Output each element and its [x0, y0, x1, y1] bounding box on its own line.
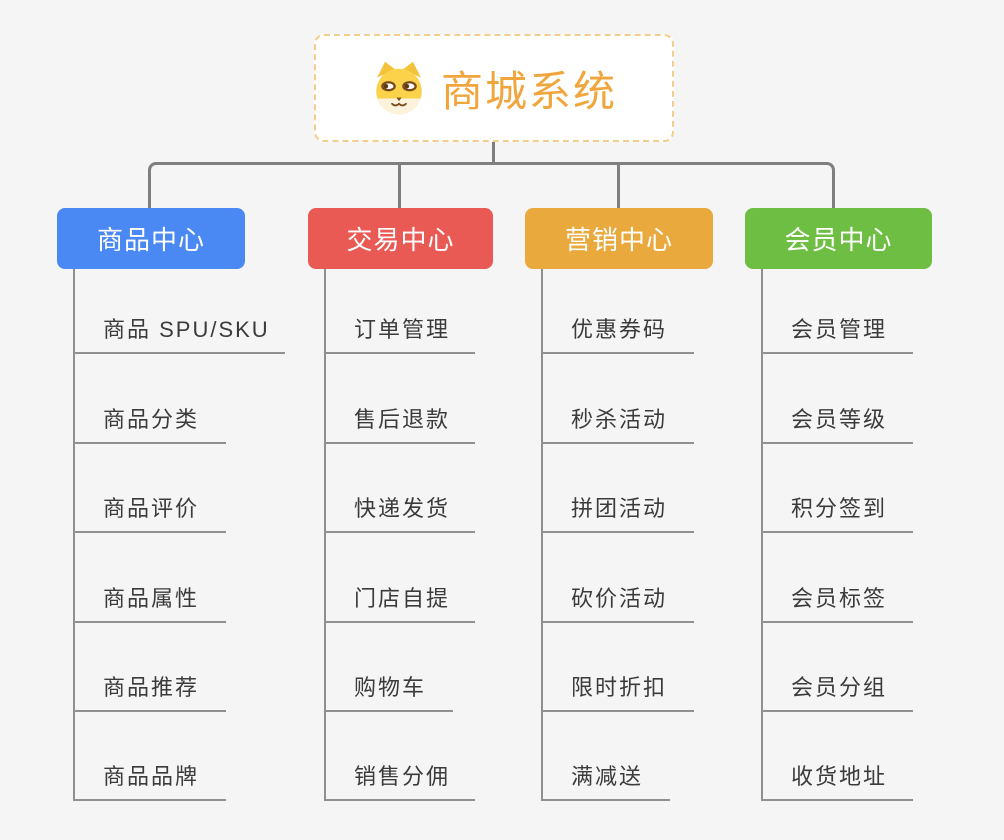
leaf-item[interactable]: 会员等级 [761, 402, 913, 444]
leaf-item[interactable]: 商品 SPU/SKU [73, 312, 285, 354]
leaf-item[interactable]: 会员管理 [761, 312, 913, 354]
leaf-item[interactable]: 快递发货 [324, 491, 475, 533]
leaf-item[interactable]: 商品品牌 [73, 759, 226, 801]
connector-root-stem [492, 139, 495, 165]
leaf-item[interactable]: 拼团活动 [541, 491, 694, 533]
leaf-item[interactable]: 砍价活动 [541, 581, 694, 623]
branch-header-member-center[interactable]: 会员中心 [745, 208, 932, 269]
connector-branch-line [73, 269, 75, 801]
connector-bus [148, 162, 835, 209]
leaf-item[interactable]: 门店自提 [324, 581, 475, 623]
leaf-item[interactable]: 会员标签 [761, 581, 913, 623]
connector-branch-line [761, 269, 763, 801]
leaf-item[interactable]: 订单管理 [324, 312, 475, 354]
leaf-item[interactable]: 会员分组 [761, 670, 913, 712]
branch-header-marketing-center[interactable]: 营销中心 [525, 208, 713, 269]
leaf-item[interactable]: 秒杀活动 [541, 402, 694, 444]
dog-icon [371, 60, 427, 116]
branch-header-trade-center[interactable]: 交易中心 [308, 208, 493, 269]
leaf-item[interactable]: 售后退款 [324, 402, 475, 444]
root-node[interactable]: 商城系统 [314, 34, 674, 142]
connector-drop-trade [398, 165, 401, 209]
leaf-item[interactable]: 购物车 [324, 670, 453, 712]
branch-header-product-center[interactable]: 商品中心 [57, 208, 245, 269]
leaf-item[interactable]: 商品评价 [73, 491, 226, 533]
leaf-item[interactable]: 积分签到 [761, 491, 913, 533]
connector-drop-marketing [617, 165, 620, 209]
leaf-item[interactable]: 销售分佣 [324, 759, 475, 801]
leaf-item[interactable]: 限时折扣 [541, 670, 694, 712]
root-title: 商城系统 [440, 67, 617, 115]
leaf-item[interactable]: 商品推荐 [73, 670, 226, 712]
connector-branch-line [541, 269, 543, 801]
leaf-item[interactable]: 商品分类 [73, 402, 226, 444]
leaf-item[interactable]: 满减送 [541, 759, 670, 801]
leaf-item[interactable]: 收货地址 [761, 759, 913, 801]
leaf-item[interactable]: 商品属性 [73, 581, 226, 623]
leaf-item[interactable]: 优惠券码 [541, 312, 694, 354]
connector-branch-line [324, 269, 326, 801]
